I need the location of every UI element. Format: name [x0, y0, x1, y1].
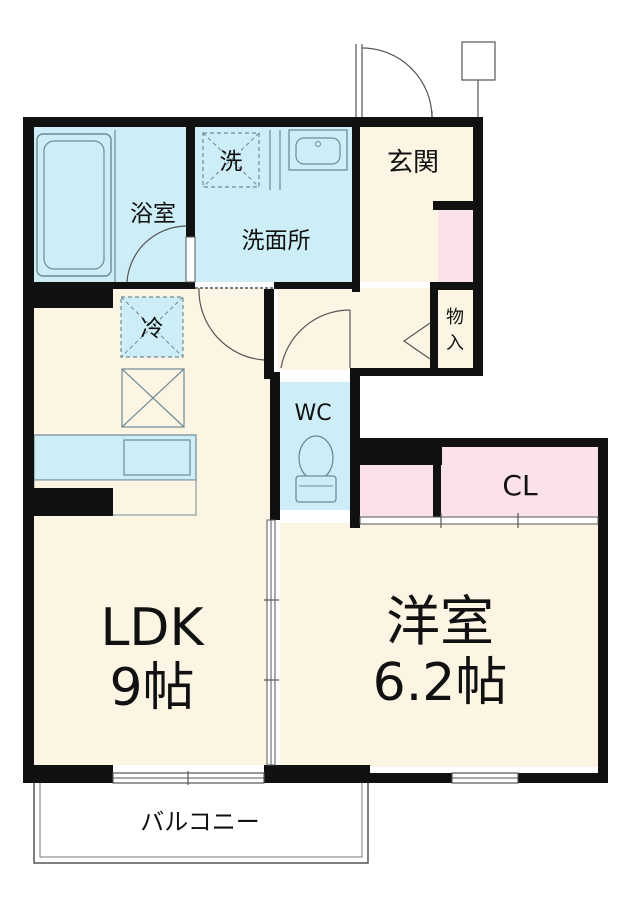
label-western-name: 洋室 — [386, 590, 494, 653]
label-washroom: 洗面所 — [242, 228, 311, 254]
label-storage-bottom: 入 — [446, 333, 464, 354]
floor-storage-pink — [438, 210, 473, 282]
label-balcony: バルコニー — [140, 808, 260, 836]
wc-door — [280, 309, 351, 369]
label-storage-top: 物 — [446, 307, 464, 328]
balcony — [33, 782, 369, 864]
label-ldk-size: 9帖 — [109, 658, 194, 718]
floor-closet-left — [360, 465, 435, 521]
label-washer: 洗 — [220, 149, 243, 175]
floor-western — [280, 523, 598, 767]
bath-door — [126, 225, 196, 283]
sliding-partition — [264, 519, 279, 766]
closet-sliding-doors — [359, 513, 599, 528]
label-western-size: 6.2帖 — [373, 653, 508, 713]
label-wc: WC — [294, 401, 331, 426]
label-ldk-name: LDK — [100, 598, 205, 658]
washbasin — [269, 129, 348, 190]
step-indicator — [402, 322, 431, 360]
labels: 浴室 洗 洗面所 玄関 物 入 冷 WC CL LDK 9帖 洋室 6.2帖 バ… — [100, 148, 538, 836]
floor-ldk — [33, 288, 274, 765]
walls — [23, 117, 608, 783]
label-entrance: 玄関 — [387, 148, 439, 178]
label-fridge: 冷 — [141, 316, 164, 342]
kitchen-sink — [123, 439, 191, 476]
floor-closet-right — [441, 445, 598, 521]
label-closet: CL — [502, 469, 538, 502]
fridge-space — [120, 296, 184, 358]
meter-box — [461, 41, 496, 117]
bathtub — [36, 133, 112, 277]
washer-space — [202, 132, 260, 188]
floor-storage — [436, 290, 473, 368]
toilet — [295, 435, 337, 503]
entrance-door — [355, 44, 433, 118]
label-bath: 浴室 — [130, 201, 176, 227]
washroom-door — [195, 287, 274, 361]
windows — [112, 771, 519, 785]
